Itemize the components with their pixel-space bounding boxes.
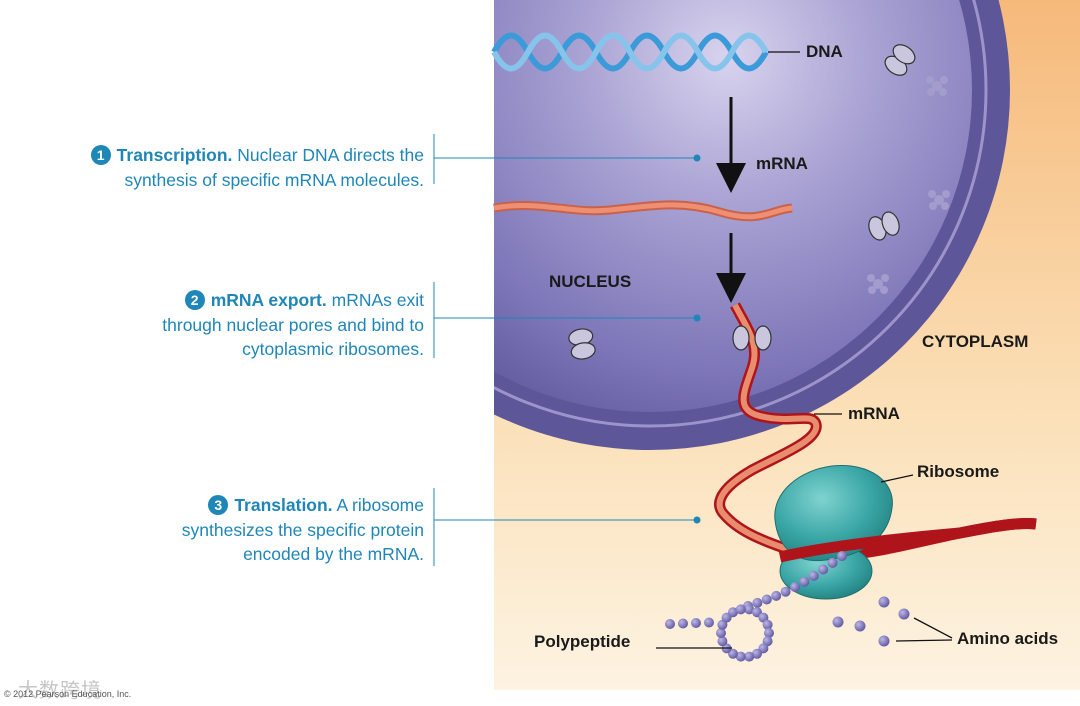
amino-acid-pointer [913, 617, 953, 639]
nuclear-envelope-inner-line [494, 0, 988, 428]
step-text: Nuclear DNA directs the [237, 145, 424, 165]
nuclear-pore [884, 44, 916, 76]
polypeptide-bead [691, 618, 701, 628]
step-text: A ribosome [336, 495, 424, 515]
nuclear-pore [868, 211, 900, 241]
step-text: encoded by the mRNA. [243, 544, 424, 564]
label-cytoplasm: CYTOPLASM [922, 332, 1029, 351]
polypeptide-bead [764, 628, 774, 638]
step-text: mRNAs exit [331, 290, 424, 310]
step-text: cytoplasmic ribosomes. [242, 339, 424, 359]
step-connector-1 [433, 134, 701, 184]
polypeptide-bead [752, 597, 763, 608]
amino-acid [878, 635, 890, 647]
label-amino-acids: Amino acids [957, 629, 1059, 648]
polypeptide-bead [717, 636, 728, 647]
label-polypeptide: Polypeptide [534, 632, 631, 651]
step-text: synthesizes the specific protein [181, 519, 424, 540]
polypeptide-bead [837, 551, 847, 561]
step-text: synthesis of specific mRNA molecules. [124, 169, 424, 190]
polypeptide-bead [761, 594, 772, 605]
envelope-ribosome-cluster [867, 76, 950, 294]
step-number-badge: 2 [184, 290, 205, 310]
polypeptide-bead [665, 619, 675, 629]
step-title: mRNA export. [210, 290, 327, 310]
polypeptide-bead [762, 619, 773, 630]
label-nucleus: NUCLEUS [549, 272, 632, 291]
amino-acid [878, 596, 890, 608]
polypeptide-bead [735, 604, 746, 615]
nucleus [494, 0, 972, 412]
step-title: Transcription. [116, 145, 233, 165]
label-mrna-nucleus: mRNA [756, 154, 808, 173]
polypeptide-bead [716, 628, 726, 638]
polypeptide-bead [790, 582, 800, 592]
nuclear-pore [568, 328, 596, 360]
polypeptide-bead [799, 576, 810, 587]
polypeptide-bead [752, 648, 762, 659]
polypeptide-bead [728, 607, 738, 618]
label-ribosome: Ribosome [917, 462, 1000, 481]
amino-acid [832, 616, 844, 628]
amino-acid-pointer [895, 639, 953, 642]
amino-acid [854, 620, 866, 632]
polypeptide-bead [735, 651, 746, 662]
dna-helix [491, 32, 800, 72]
watermark: 大数跨境 [18, 678, 102, 702]
mrna-export-pore [732, 325, 772, 351]
copyright-notice: © 2012 Pearson Education, Inc. [4, 689, 132, 699]
polypeptide-bead [818, 564, 829, 575]
step-connector-3 [433, 488, 701, 566]
polypeptide-bead [744, 651, 755, 662]
step-connector-2 [433, 282, 701, 358]
step-title: Translation. [234, 495, 333, 515]
polypeptide-chain [665, 551, 847, 662]
amino-acids [832, 596, 910, 647]
polypeptide-bead [808, 570, 819, 581]
amino-acid [898, 608, 910, 620]
polypeptide-bead [744, 604, 755, 615]
step-number-badge: 3 [208, 495, 229, 515]
polypeptide-bead [678, 618, 688, 629]
label-dna: DNA [806, 42, 843, 61]
step-number-badge: 1 [90, 145, 111, 165]
polypeptide-bead [827, 557, 838, 568]
label-mrna-cytoplasm: mRNA [848, 404, 900, 423]
polypeptide-bead [704, 617, 714, 628]
step-text: through nuclear pores and bind to [162, 314, 424, 335]
polypeptide-bead [771, 590, 782, 601]
polypeptide-bead [780, 586, 791, 597]
